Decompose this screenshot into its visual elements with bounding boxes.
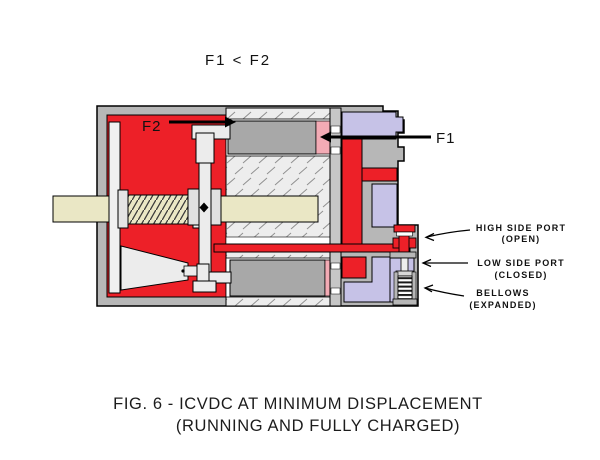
drive-mechanism: [52, 121, 319, 294]
shaft-spring: [127, 194, 195, 225]
open-port-gap: [396, 231, 413, 237]
figure-caption: FIG. 6 - ICVDC AT MINIMUM DISPLACEMENT (…: [113, 395, 483, 435]
discharge-passage-arm: [361, 167, 398, 182]
drive-shaft-right: [211, 195, 319, 223]
callout-labels: HIGH SIDE PORT (OPEN) LOW SIDE PORT (CLO…: [469, 223, 566, 310]
suction-chamber-top: [341, 111, 404, 140]
high-side-port: [392, 224, 417, 253]
bellows-base: [392, 298, 418, 306]
low-side-leader-arrow-icon: [421, 258, 468, 268]
f2-label: F2: [142, 118, 162, 135]
f1-force-arrow: F1: [320, 130, 456, 147]
top-piston-yoke: [191, 124, 231, 164]
f2-force-arrow: F2: [142, 116, 236, 135]
bellows-stack: [397, 275, 413, 300]
valve-plate: [329, 107, 342, 307]
discharge-passage-vertical: [341, 138, 363, 252]
bellows: [392, 271, 418, 306]
bellows-leader-arrow-icon: [423, 284, 465, 297]
cylinder-head: [341, 111, 404, 303]
f1-label: F1: [436, 130, 456, 147]
hub-left: [187, 188, 200, 226]
bellows-label: BELLOWS: [476, 288, 529, 298]
bottom-piston: [229, 259, 326, 297]
force-inequality-label: F1 < F2: [205, 52, 271, 69]
drive-shaft-left: [52, 195, 110, 223]
suction-chamber-mid: [371, 183, 398, 228]
cone-pivot: [181, 269, 185, 273]
control-cone: [120, 245, 189, 291]
hub-right: [210, 188, 222, 226]
high-side-leader-arrow-icon: [424, 229, 471, 242]
callout-leaders: [421, 229, 471, 297]
caption-line2: (RUNNING AND FULLY CHARGED): [176, 417, 460, 435]
high-side-port-state: (OPEN): [502, 234, 541, 244]
pivot-diamond: [199, 202, 209, 213]
valve-disc: [395, 270, 414, 277]
crossover-passage: [213, 243, 411, 253]
f1-arrowhead-icon: [320, 131, 331, 143]
bellows-state: (EXPANDED): [469, 300, 536, 310]
high-side-port-label: HIGH SIDE PORT: [476, 223, 566, 233]
bottom-piston-yoke: [192, 263, 232, 293]
low-side-port-state: (CLOSED): [494, 270, 547, 280]
shaft-collar: [117, 189, 129, 229]
top-piston: [227, 120, 317, 155]
discharge-chamber-bottom: [341, 256, 367, 279]
caption-line1: FIG. 6 - ICVDC AT MINIMUM DISPLACEMENT: [113, 395, 483, 413]
low-side-port-label: LOW SIDE PORT: [477, 258, 565, 268]
f2-arrowhead-icon: [225, 116, 236, 128]
